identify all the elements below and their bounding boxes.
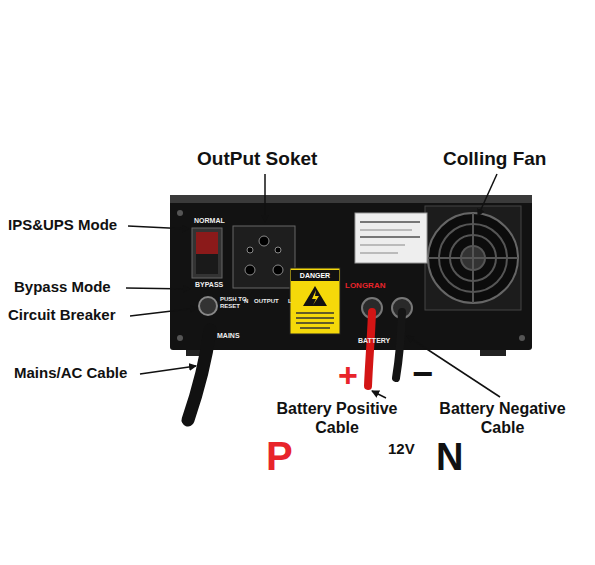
brand-name: LONGRAN <box>345 281 385 291</box>
fan-frame <box>425 206 521 310</box>
fine-print <box>296 317 334 319</box>
switch-rocker <box>196 254 218 274</box>
leader-arrow <box>407 336 500 397</box>
mode-switch <box>192 228 222 278</box>
callout-label: Battery Positive Cable <box>262 399 412 437</box>
leader-arrow <box>130 308 197 316</box>
plate-print <box>360 244 405 246</box>
callout-label: Mains/AC Cable <box>14 364 127 382</box>
polarity-sign: − <box>412 356 433 392</box>
plate-print <box>360 236 420 238</box>
socket-hole <box>245 265 255 275</box>
top-rim <box>170 195 532 203</box>
leader-arrow <box>128 226 189 229</box>
callout-label: Bypass Mode <box>14 278 111 296</box>
polarity-letter: N <box>436 438 463 476</box>
socket-hole <box>247 247 253 253</box>
rating-plate <box>355 213 427 263</box>
callout-label: Battery Negative Cable <box>425 399 580 437</box>
socket-hole <box>273 265 283 275</box>
mains-cable <box>188 330 210 420</box>
danger-sticker-label: DANGER <box>291 270 339 281</box>
panel-marking: L <box>288 298 292 305</box>
warning-heading: DANGER <box>291 270 339 281</box>
warning-triangle <box>303 286 327 306</box>
socket-hole <box>275 247 281 253</box>
callout-label: IPS&UPS Mode <box>8 216 117 234</box>
leader-arrow <box>478 174 497 216</box>
panel-marking: NORMAL <box>194 217 225 225</box>
panel-marking: BATTERY <box>358 337 390 345</box>
screw <box>519 335 525 341</box>
fan-grille <box>428 213 518 303</box>
panel-marking: N <box>244 298 248 305</box>
panel-marking: MAINS <box>217 332 240 340</box>
negative-cable <box>396 312 402 378</box>
fan-grille <box>472 213 474 303</box>
polarity-sign: + <box>338 358 358 392</box>
lightning-symbol <box>312 290 319 305</box>
switch-rocker <box>196 232 218 254</box>
panel-marking: PUSH TO RESET <box>220 296 248 310</box>
leader-arrow <box>140 366 196 374</box>
positive-cable <box>368 312 372 386</box>
plate-print <box>360 252 398 254</box>
screw <box>177 335 183 341</box>
output-socket <box>233 226 295 288</box>
plate-print <box>360 229 412 231</box>
callout-title: Colling Fan <box>443 148 546 171</box>
leader-arrow <box>126 288 190 289</box>
voltage-label: 12V <box>388 440 415 458</box>
panel-marking: BYPASS <box>195 281 223 289</box>
callout-label: Circuit Breaker <box>8 306 116 324</box>
socket-hole <box>259 236 269 246</box>
fine-print <box>296 322 334 324</box>
fine-print <box>300 327 330 329</box>
circuit-breaker <box>199 297 217 315</box>
callout-title: OutPut Soket <box>197 148 317 171</box>
leader-arrow <box>264 174 266 222</box>
danger-sticker <box>290 268 340 334</box>
plate-print <box>360 221 420 223</box>
inverter-body <box>170 195 532 350</box>
polarity-letter: P <box>266 436 293 476</box>
fine-print <box>296 312 334 314</box>
screw <box>177 210 183 216</box>
panel-marking: OUTPUT <box>254 298 279 305</box>
leader-arrow <box>372 391 386 398</box>
